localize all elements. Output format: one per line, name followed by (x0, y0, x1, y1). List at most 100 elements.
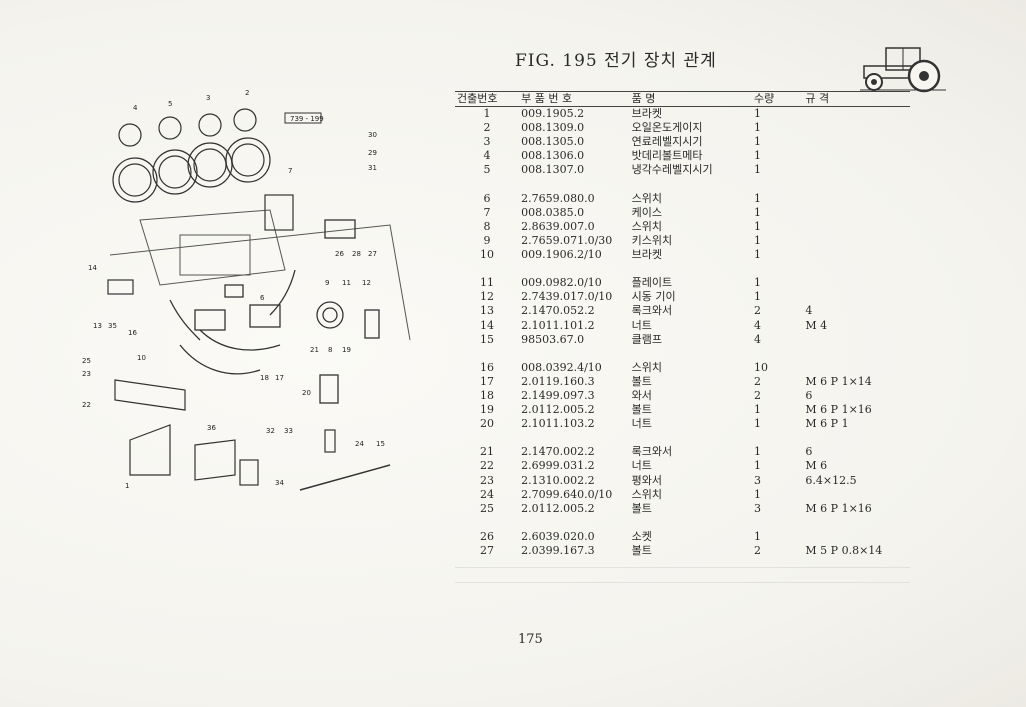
callout-28: 28 (352, 250, 361, 258)
cell-item-no: 10 (480, 248, 495, 262)
cell-quantity: 1 (754, 219, 762, 233)
cell-part-number: 008.1307.0 (521, 163, 585, 177)
cell-spec (803, 248, 910, 262)
callout-22: 22 (82, 401, 91, 409)
cell-quantity: 1 (754, 107, 762, 121)
cell-spec (803, 135, 910, 149)
cell-part-name: 연료레벨지시기 (631, 135, 703, 149)
cell-part-name: 냉각수레벨지시기 (631, 163, 713, 177)
cell-part-name: 스위치 (631, 487, 662, 501)
cell-part-number: 98503.67.0 (521, 332, 585, 346)
callout-6: 6 (260, 294, 265, 302)
callout-9: 9 (325, 279, 329, 287)
cell-quantity: 1 (754, 121, 762, 135)
cell-quantity: 1 (754, 445, 762, 459)
cell-spec (803, 149, 910, 163)
bracket-parts (107, 279, 391, 491)
cell-part-number: 2.7099.640.0/10 (521, 487, 613, 501)
callout-19: 19 (342, 346, 351, 354)
cell-part-number: 2.6039.020.0 (521, 529, 595, 543)
callout-34: 34 (275, 479, 284, 487)
cell-part-number: 2.7439.017.0/10 (521, 290, 613, 304)
parts-exploded-diagram: 739 - 199 (82, 89, 411, 491)
cell-quantity: 4 (754, 318, 762, 332)
cell-spec (803, 206, 910, 220)
cell-part-number: 009.0982.0/10 (521, 276, 602, 290)
header-part-number: 부 품 번 호 (519, 90, 630, 108)
cell-quantity: 1 (754, 487, 762, 501)
cell-quantity: 1 (754, 403, 762, 417)
cell-part-number: 008.1306.0 (521, 149, 585, 163)
cell-item-no: 12 (480, 290, 495, 304)
cell-item-no: 8 (483, 219, 491, 233)
cell-part-name: 록크와서 (631, 445, 673, 459)
cell-part-name: 브라켓 (631, 248, 662, 262)
cell-spec (803, 121, 910, 135)
cell-item-no: 4 (483, 149, 491, 163)
cell-item-no: 17 (480, 374, 495, 388)
cell-quantity: 1 (754, 417, 762, 431)
cell-part-number: 009.1905.2 (521, 107, 585, 121)
cell-spec: 6.4×12.5 (805, 473, 857, 487)
cell-item-no: 14 (480, 318, 495, 332)
cell-quantity: 3 (754, 501, 762, 515)
page-number: 175 (518, 632, 543, 647)
cell-part-name: 너트 (631, 459, 652, 473)
cell-part-number: 2.1470.002.2 (521, 445, 595, 459)
callout-35: 35 (108, 322, 117, 330)
callout-13: 13 (93, 322, 102, 330)
cell-part-name: 밧데리볼트메타 (631, 149, 703, 163)
cell-part-name: 볼트 (631, 374, 652, 388)
header-spec: 규 격 (803, 90, 910, 108)
cell-quantity: 10 (754, 360, 769, 374)
callout-26: 26 (335, 250, 344, 258)
group-spacer (455, 431, 910, 445)
cell-spec (803, 290, 910, 304)
callout-1: 1 (125, 482, 129, 490)
cell-part-number: 008.1305.0 (521, 135, 585, 149)
header-quantity: 수량 (752, 90, 804, 108)
bleed-through-line (455, 567, 910, 583)
cell-part-name: 와서 (631, 388, 652, 402)
cell-spec: M 6 P 1 (805, 417, 849, 431)
cell-item-no: 25 (480, 501, 495, 515)
cell-part-number: 2.0119.160.3 (521, 374, 595, 388)
cell-quantity: 1 (754, 135, 762, 149)
cell-part-name: 스위치 (631, 360, 662, 374)
callout-11: 11 (342, 279, 351, 287)
cell-part-number: 2.1470.052.2 (521, 304, 595, 318)
callout-5: 5 (168, 100, 172, 108)
cell-spec: M 5 P 0.8×14 (805, 544, 883, 557)
cell-item-no: 26 (480, 529, 495, 543)
callout-20: 20 (302, 389, 311, 397)
cell-part-name: 너트 (631, 318, 652, 332)
table-header-row: 건출번호 부 품 번 호 품 명 수량 규 격 (455, 90, 910, 108)
cell-spec (803, 276, 910, 290)
cell-part-name: 소켓 (631, 529, 652, 543)
cell-item-no: 22 (480, 459, 495, 473)
cell-spec (803, 234, 910, 248)
cell-part-name: 플레이트 (631, 276, 673, 290)
ref-box (284, 112, 322, 124)
cell-part-number: 008.0385.0 (521, 205, 585, 219)
switch-assembly (169, 219, 380, 404)
cell-quantity: 2 (754, 304, 762, 318)
cell-part-number: 2.8639.007.0 (521, 219, 595, 233)
callout-32: 32 (266, 427, 275, 435)
callout-31: 31 (368, 164, 377, 172)
cell-item-no: 2 (483, 121, 491, 135)
cell-spec (803, 192, 910, 206)
cell-quantity: 1 (754, 233, 762, 247)
